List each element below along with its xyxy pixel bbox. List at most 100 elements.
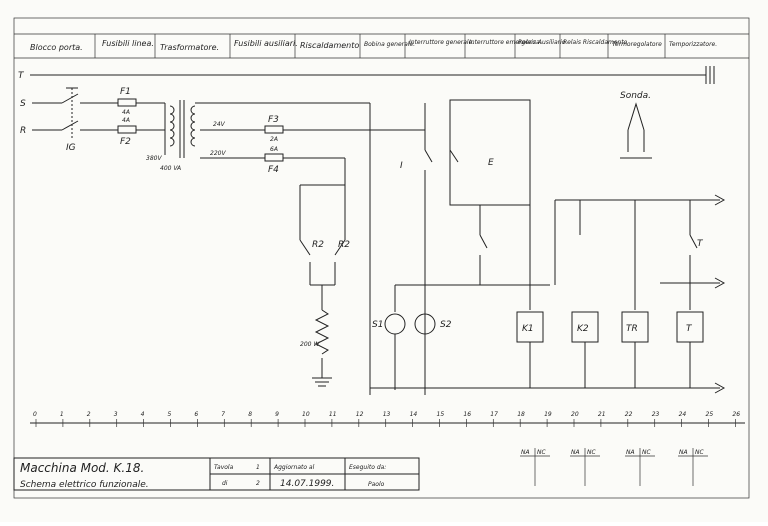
- v220-label: 220V: [210, 150, 226, 157]
- v380-label: 380V: [146, 155, 162, 162]
- title-line-1: Macchina Mod. K.18.: [20, 461, 144, 475]
- ruler-tick-label: 2: [87, 411, 91, 418]
- ruler-tick-label: 21: [598, 411, 606, 418]
- na-header: NA: [626, 449, 635, 456]
- header-cell: Interruttore generale.: [409, 39, 474, 46]
- contact-table: NA NC: [520, 448, 550, 486]
- contact-table: NA NC: [678, 448, 708, 486]
- ruler-tick-label: 3: [114, 411, 118, 418]
- f1-rating: 4A: [122, 109, 130, 116]
- coil-k2-label: K2: [577, 324, 589, 334]
- coil-t-label: T: [686, 324, 693, 334]
- nc-header: NC: [642, 449, 651, 456]
- f4-label: F4: [268, 165, 279, 175]
- line-fuses: F1 4A F2 4A: [117, 87, 165, 147]
- f2-label: F2: [120, 137, 131, 147]
- indicator-lamps: S1 S2: [372, 285, 452, 390]
- ruler-tick-label: 17: [490, 411, 498, 418]
- f3-rating: 2A: [270, 136, 278, 143]
- main-switches: I E: [395, 99, 550, 395]
- ruler-tick-label: 8: [248, 411, 252, 418]
- eseguito-label: Eseguito da:: [349, 464, 386, 471]
- header-cell: Termoregolatore: [612, 41, 662, 48]
- ruler-tick-label: 18: [517, 411, 525, 418]
- header-cell: Fusibili linea.: [102, 39, 154, 48]
- f1-label: F1: [120, 87, 131, 97]
- heater-label: 200 W: [300, 341, 320, 348]
- lamp-s2-label: S2: [440, 320, 452, 330]
- f3-label: F3: [268, 115, 279, 125]
- nc-header: NC: [537, 449, 546, 456]
- right-rails: T: [370, 194, 726, 394]
- va-label: 400 VA: [160, 165, 181, 172]
- eseguito-name: Paolo: [368, 481, 385, 488]
- contact-tables: NA NC NA NC NA NC NA NC: [520, 448, 708, 486]
- header-cell: Fusibili ausiliari.: [234, 39, 298, 48]
- relay-coils: K1 K2 TR T: [516, 311, 704, 388]
- header-cell: Blocco porta.: [30, 43, 83, 52]
- aggiornato-label: Aggiornato al: [273, 464, 315, 471]
- line-label-t: T: [18, 71, 25, 81]
- ruler-tick-label: 0: [33, 411, 37, 418]
- ruler-tick-label: 16: [463, 411, 471, 418]
- ruler-tick-label: 26: [732, 411, 740, 418]
- ruler-tick-label: 14: [410, 411, 418, 418]
- header-cell: Temporizzatore.: [669, 41, 717, 48]
- ruler-tick-label: 15: [437, 411, 445, 418]
- title-line-2: Schema elettrico funzionale.: [20, 480, 149, 490]
- ruler-tick-label: 5: [168, 411, 172, 418]
- ruler-tick-label: 4: [141, 411, 145, 418]
- header-cell: Interruttore emergenza.: [469, 39, 542, 46]
- temperature-probe: Sonda.: [620, 91, 652, 159]
- supply-lines: S R IG: [20, 87, 118, 153]
- line-label-s: S: [20, 99, 26, 109]
- heater-circuit: R2 R2 200 W: [299, 239, 350, 387]
- coil-tr-label: TR: [626, 324, 638, 334]
- aux-fuses: 24V 220V F3 2A 6A F4: [200, 115, 425, 240]
- ruler-tick-label: 6: [194, 411, 198, 418]
- ruler-tick-label: 13: [383, 411, 391, 418]
- earth-line: T: [18, 66, 715, 84]
- title-block: Macchina Mod. K.18. Schema elettrico fun…: [13, 457, 420, 491]
- na-header: NA: [679, 449, 688, 456]
- f2-rating: 4A: [122, 117, 130, 124]
- switch-e-label: E: [488, 158, 494, 168]
- header-row: Blocco porta. Fusibili linea. Trasformat…: [14, 33, 749, 59]
- coil-k1-label: K1: [522, 324, 534, 334]
- header-cell: Bobina generale.: [364, 41, 415, 48]
- tavola-number: 1: [256, 464, 260, 471]
- nc-header: NC: [695, 449, 704, 456]
- sonda-label: Sonda.: [620, 91, 651, 101]
- contact-table: NA NC: [570, 448, 600, 486]
- ruler-tick-label: 22: [625, 411, 633, 418]
- ruler-tick-label: 19: [544, 411, 552, 418]
- sheet-border: [13, 17, 750, 499]
- transformer: 380V 400 VA: [146, 100, 371, 395]
- contact-table: NA NC: [625, 448, 655, 486]
- ruler-tick-label: 11: [329, 411, 337, 418]
- nc-header: NC: [587, 449, 596, 456]
- na-header: NA: [521, 449, 530, 456]
- aggiornato-date: 14.07.1999.: [280, 479, 334, 489]
- lamp-s1-label: S1: [372, 320, 383, 330]
- tavola-label: Tavola: [214, 464, 234, 471]
- di-number: 2: [256, 480, 260, 487]
- di-label: di: [222, 480, 228, 487]
- ruler-tick-label: 12: [356, 411, 364, 418]
- r2-contact-b: R2: [338, 240, 350, 250]
- header-cell: Trasformatore.: [160, 43, 219, 52]
- ig-label: IG: [66, 143, 76, 153]
- ruler-tick-label: 25: [706, 411, 714, 418]
- na-header: NA: [571, 449, 580, 456]
- ruler-tick-label: 23: [652, 411, 660, 418]
- ruler-tick-label: 20: [571, 411, 579, 418]
- ruler-tick-label: 10: [302, 411, 310, 418]
- t-contact-label: T: [697, 239, 704, 249]
- ruler-tick-label: 7: [221, 411, 225, 418]
- ruler-tick-label: 24: [679, 411, 687, 418]
- line-label-r: R: [20, 126, 26, 136]
